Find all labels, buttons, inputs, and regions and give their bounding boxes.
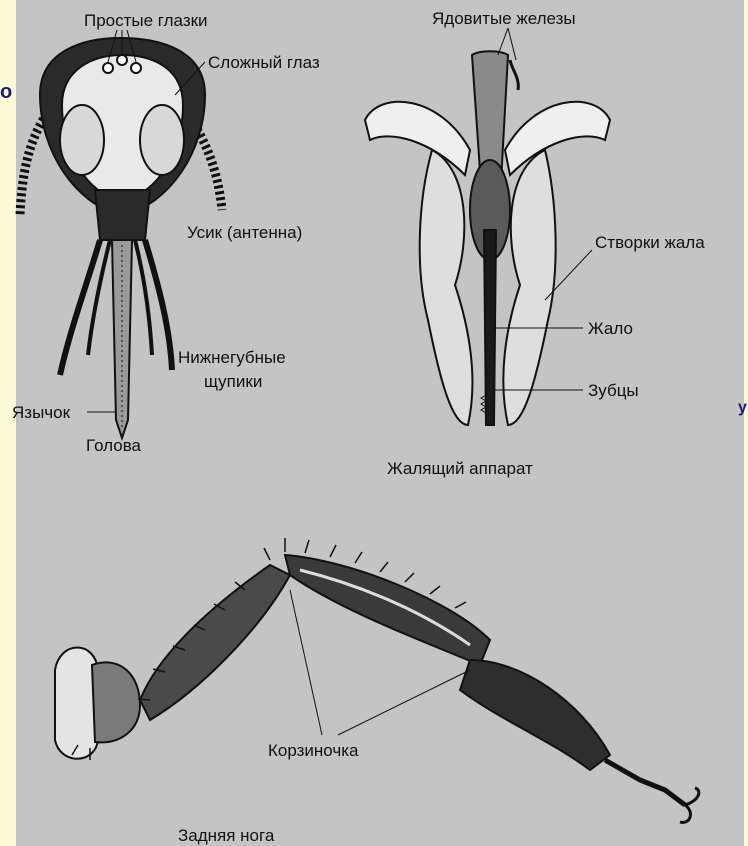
edge-fragment-right: у — [738, 400, 747, 416]
hind-leg-drawing — [55, 538, 699, 822]
label-sting-valves: Створки жала — [595, 234, 705, 251]
label-tongue: Язычок — [12, 404, 70, 421]
sting-apparatus-drawing — [365, 28, 610, 425]
label-labial-palps: Нижнегубные — [178, 349, 286, 366]
label-sting-apparatus: Жалящий аппарат — [387, 460, 533, 477]
label-hind-leg: Задняя нога — [178, 827, 274, 844]
label-labial-palps-2: щупики — [204, 373, 262, 390]
label-barbs: Зубцы — [588, 382, 639, 399]
label-antenna: Усик (антенна) — [187, 224, 302, 241]
label-basket: Корзиночка — [268, 742, 359, 759]
label-simple-eyes: Простые глазки — [84, 12, 208, 29]
label-compound-eye: Сложный глаз — [208, 54, 320, 71]
label-head: Голова — [86, 437, 141, 454]
label-sting: Жало — [588, 320, 633, 337]
label-venom-glands: Ядовитые железы — [432, 10, 576, 27]
edge-fragment-left: о — [0, 82, 12, 102]
